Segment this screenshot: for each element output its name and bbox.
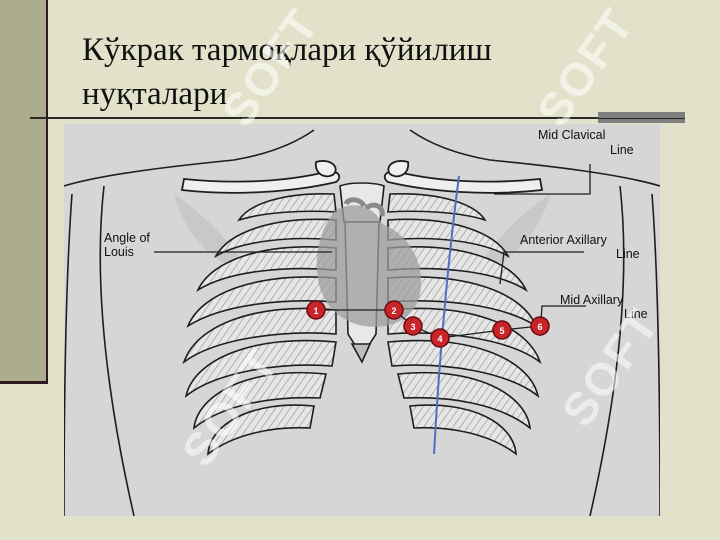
ribs-left [182, 192, 337, 456]
slide-title-line-2: нуқталари [82, 76, 228, 112]
electrode-v6: 6 [530, 316, 550, 336]
heart-vessels [343, 197, 385, 217]
title-rule-accent [598, 112, 685, 118]
electrode-v2-label: 2 [391, 306, 396, 316]
mid-clavicular-line [433, 175, 460, 455]
body-outline [64, 129, 660, 516]
anterior-axillary-label-line2: Line [616, 247, 640, 261]
mid-axillary-label-line1: Mid Axillary [560, 293, 624, 307]
heart-silhouette [316, 205, 422, 327]
electrode-v6-label: 6 [537, 322, 542, 332]
angle-of-louis-label-line2: Louis [104, 245, 134, 259]
ribs-right [387, 192, 542, 456]
electrodes: 1 2 3 4 5 6 [306, 300, 550, 348]
chest-electrode-diagram: 1 2 3 4 5 6 Mid Clavical Line Angle of L… [64, 124, 660, 516]
electrode-v5: 5 [492, 320, 512, 340]
electrode-v5-label: 5 [499, 326, 504, 336]
clavicles [180, 160, 544, 194]
electrode-v4: 4 [430, 328, 450, 348]
mid-axillary-label-line2: Line [624, 307, 648, 321]
title-rule [30, 117, 685, 119]
anterior-axillary-label-line1: Anterior Axillary [520, 233, 608, 247]
electrode-v1-label: 1 [313, 306, 318, 316]
electrode-v1: 1 [306, 300, 326, 320]
scapula-shadows [174, 194, 550, 274]
mid-clavical-label-line2: Line [610, 143, 634, 157]
mid-clavical-label-line1: Mid Clavical [538, 128, 605, 142]
electrode-v3-label: 3 [410, 322, 415, 332]
slide-sidebar-edge [46, 0, 48, 384]
electrode-v3: 3 [403, 316, 423, 336]
diagram-labels: Mid Clavical Line Angle of Louis Anterio… [104, 128, 648, 321]
slide-title-line-1: Кўкрак тармоқлари қўйилиш [82, 32, 492, 68]
electrode-v2: 2 [384, 300, 404, 320]
angle-of-louis-label-line1: Angle of [104, 231, 150, 245]
slide-title: Кўкрак тармоқлари қўйилиш нуқталари [82, 28, 642, 116]
electrode-v4-label: 4 [437, 334, 442, 344]
slide-sidebar-bar [0, 0, 47, 382]
title-rule-accent-lower [598, 119, 685, 123]
slide-sidebar-accent-line [0, 381, 48, 384]
